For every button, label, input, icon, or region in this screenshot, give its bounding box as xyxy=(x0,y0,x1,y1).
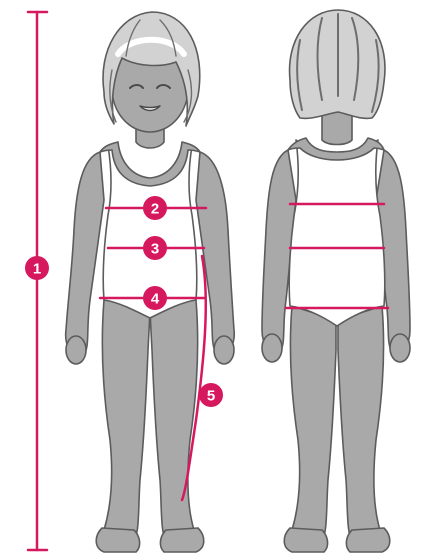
badge-2-label: 2 xyxy=(151,201,159,218)
front-right-leg xyxy=(150,300,198,547)
badge-4-label: 4 xyxy=(151,291,160,308)
back-left-foot xyxy=(284,528,327,552)
back-left-hand xyxy=(262,334,282,362)
back-right-leg xyxy=(338,306,384,547)
front-left-leg xyxy=(102,300,150,547)
badge-1-label: 1 xyxy=(33,261,41,278)
front-right-foot xyxy=(160,528,203,552)
back-neck xyxy=(322,112,352,145)
front-child-figure xyxy=(66,12,235,552)
front-right-arm xyxy=(196,152,234,355)
badge-3-label: 3 xyxy=(151,241,159,258)
back-left-leg xyxy=(290,306,336,547)
badge-1: 1 xyxy=(25,256,49,280)
badge-5-label: 5 xyxy=(207,388,215,405)
back-right-foot xyxy=(346,528,389,552)
back-swimsuit xyxy=(289,140,385,326)
badge-2: 2 xyxy=(143,196,167,220)
front-left-arm xyxy=(66,152,104,356)
badge-3: 3 xyxy=(143,236,167,260)
back-child-figure xyxy=(262,10,410,552)
badge-5: 5 xyxy=(199,383,223,407)
front-right-hand xyxy=(214,336,234,364)
front-left-foot xyxy=(96,528,139,552)
front-left-hand xyxy=(66,336,86,364)
badge-4: 4 xyxy=(143,286,167,310)
back-right-hand xyxy=(390,334,410,362)
